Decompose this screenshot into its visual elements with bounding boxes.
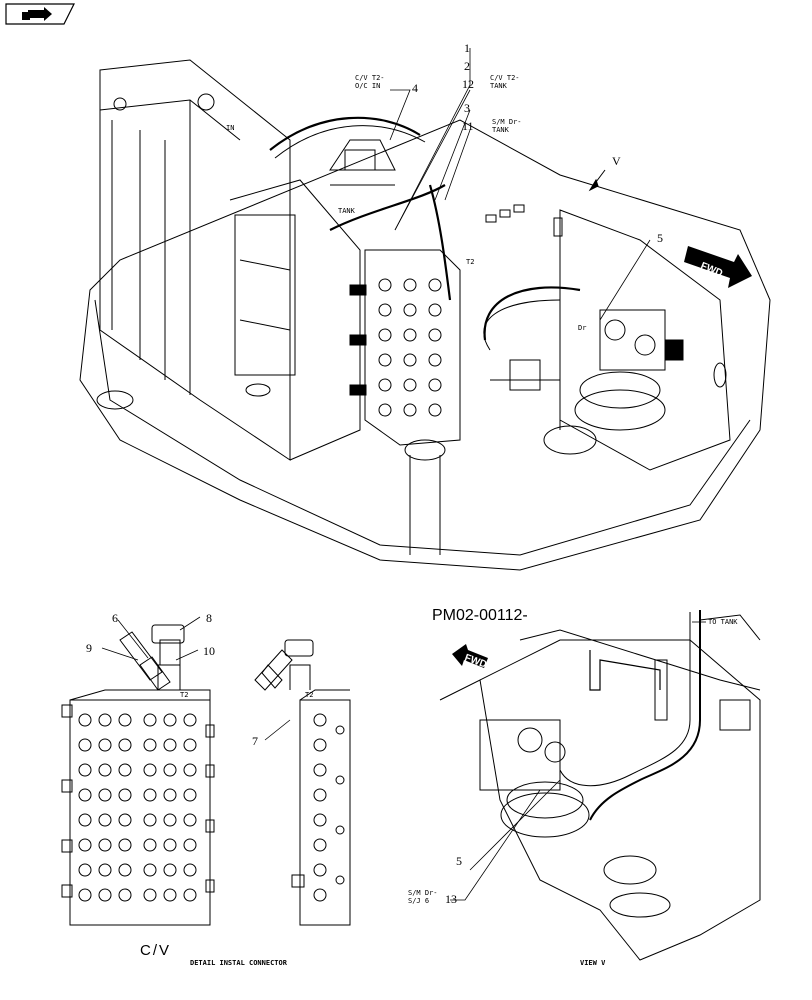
label-cv-t2-tank-line1: C/V T2- [490, 74, 520, 82]
label-sm-dr-sj6-line2: S/J 6 [408, 897, 429, 905]
label-cv-t2-oc-in-line2: O/C IN [355, 82, 380, 90]
callout-9: 9 [86, 641, 92, 655]
cv-title: C/V [140, 942, 171, 959]
callout-7: 7 [252, 734, 258, 748]
detail-caption: DETAIL INSTAL CONNECTOR [190, 959, 288, 967]
label-fwd-view-v: FWD [463, 652, 488, 670]
drawing-id: PM02-00112- [432, 607, 528, 624]
callout-3: 3 [464, 101, 470, 115]
label-sm-dr-tank-line1: S/M Dr- [492, 118, 522, 126]
callout-6: 6 [112, 611, 118, 625]
callout-5-view-v: 5 [456, 854, 462, 868]
callout-11: 11 [462, 119, 474, 133]
label-to-tank: TO TANK [708, 618, 738, 626]
label-cv-t2-tank-line2: TANK [490, 82, 508, 90]
main-assembly-drawing [79, 48, 771, 571]
label-cv-t2-oc-in-line1: C/V T2- [355, 74, 385, 82]
label-sm-dr-tank-line2: TANK [492, 126, 510, 134]
fwd-arrow-view-v-icon [452, 644, 488, 668]
view-v-caption: VIEW V [580, 959, 606, 967]
callout-12: 12 [462, 77, 474, 91]
callout-13: 13 [445, 892, 457, 906]
callout-10: 10 [203, 644, 215, 658]
label-t2-right: T2 [305, 691, 313, 699]
label-t2-left: T2 [180, 691, 188, 699]
callout-2: 2 [464, 59, 470, 73]
cv-detail-drawing [61, 616, 351, 926]
fwd-arrow-icon [684, 246, 752, 288]
view-v-drawing [439, 610, 761, 961]
callout-4: 4 [412, 81, 418, 95]
callout-8: 8 [206, 611, 212, 625]
corner-navigation-icon[interactable] [5, 3, 75, 25]
label-tank: TANK [338, 207, 356, 215]
label-dr: Dr [578, 324, 586, 332]
label-t2: T2 [466, 258, 474, 266]
callout-1: 1 [464, 41, 470, 55]
label-sm-dr-sj6-line1: S/M Dr- [408, 889, 438, 897]
callout-5: 5 [657, 231, 663, 245]
label-view-v-marker: V [612, 154, 621, 168]
label-in: IN [226, 124, 234, 132]
